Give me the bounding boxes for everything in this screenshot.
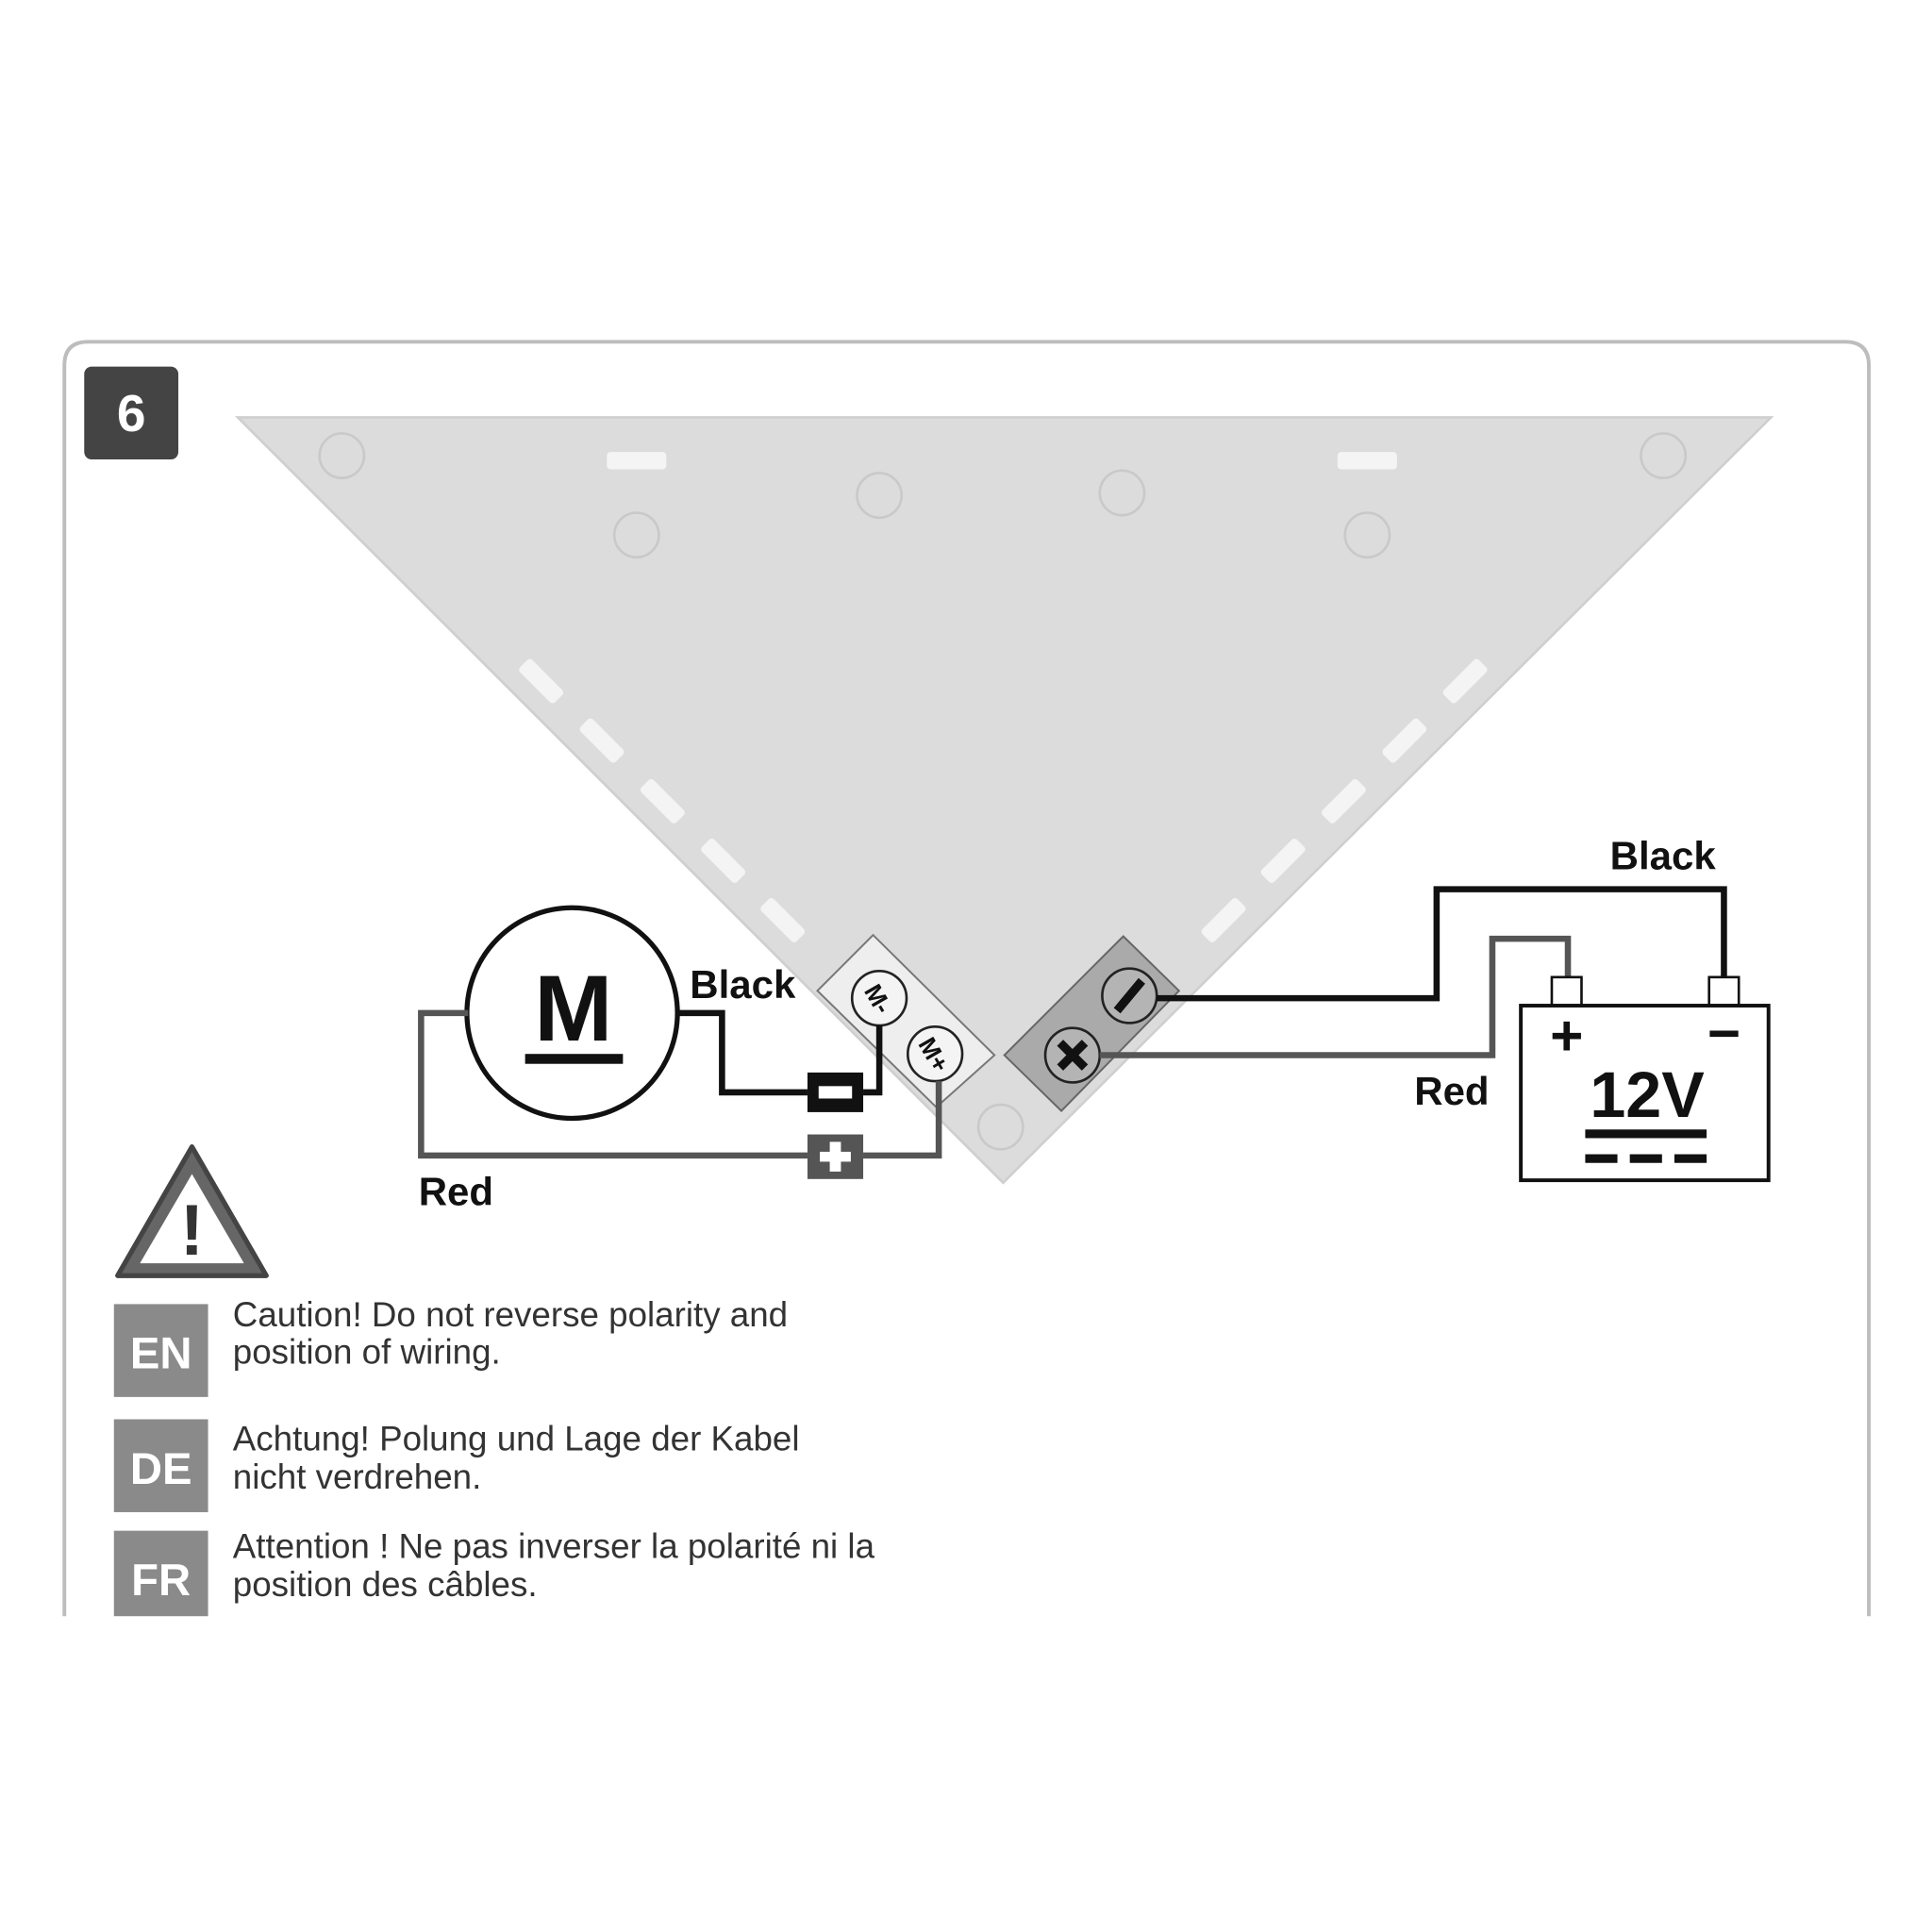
terminal-motor-plus[interactable] [906, 1025, 964, 1083]
step-badge: 6 [84, 366, 179, 460]
mounting-holes [318, 432, 1688, 1151]
svg-text:M: M [534, 957, 612, 1061]
warning-fr: FR Attention ! Ne pas inverser la polari… [113, 1527, 875, 1617]
step-number: 6 [117, 384, 146, 442]
plus-icon [1057, 1040, 1089, 1071]
connector-plus [807, 1134, 864, 1179]
label-motor-black: Black [690, 962, 796, 1007]
lang-badge-fr [113, 1530, 208, 1617]
svg-text:Achtung! Polung und Lage der K: Achtung! Polung und Lage der Kabel [233, 1419, 800, 1457]
battery-red-wire [1099, 935, 1572, 1058]
svg-text:!: ! [180, 1191, 204, 1271]
battery-minus: − [1707, 1001, 1740, 1065]
motor-black-wire-to-terminal [863, 1025, 883, 1096]
minus-icon [1113, 977, 1145, 1014]
warning-icon: ! [115, 1144, 269, 1278]
svg-text:Attention ! Ne pas inverser la: Attention ! Ne pas inverser la polarité … [233, 1527, 875, 1566]
battery-12v: + − 12V [1519, 975, 1771, 1183]
frame-border [62, 340, 1872, 1617]
motor-red-wire [418, 1009, 808, 1159]
warning-en: EN Caution! Do not reverse polarity and … [113, 1295, 788, 1397]
lang-badge-de [113, 1419, 208, 1512]
label-battery-black: Black [1610, 834, 1717, 878]
triangle-panel [234, 416, 1774, 1185]
label-motor-red: Red [419, 1169, 493, 1213]
battery-voltage: 12V [1590, 1059, 1705, 1131]
panel-clips [519, 452, 1488, 942]
svg-text:position des câbles.: position des câbles. [233, 1565, 538, 1604]
power-terminal-block [1003, 935, 1181, 1112]
motor-symbol: M [464, 905, 680, 1122]
motor-black-wire [678, 1009, 808, 1096]
svg-text:EN: EN [130, 1329, 192, 1379]
lang-badge-en [113, 1304, 208, 1397]
battery-black-wire [1157, 886, 1727, 1002]
battery-plus: + [1550, 1004, 1583, 1068]
svg-text:nicht verdrehen.: nicht verdrehen. [233, 1457, 482, 1496]
warning-de: DE Achtung! Polung und Lage der Kabel ni… [113, 1419, 800, 1512]
connector-minus [807, 1072, 864, 1112]
svg-text:FR: FR [131, 1556, 191, 1606]
svg-text:Caution! Do not reverse polari: Caution! Do not reverse polarity and [233, 1295, 788, 1334]
label-battery-red: Red [1414, 1069, 1489, 1113]
motor-red-wire-to-terminal [863, 1081, 942, 1159]
svg-text:DE: DE [130, 1444, 192, 1494]
svg-text:position of wiring.: position of wiring. [233, 1332, 501, 1371]
